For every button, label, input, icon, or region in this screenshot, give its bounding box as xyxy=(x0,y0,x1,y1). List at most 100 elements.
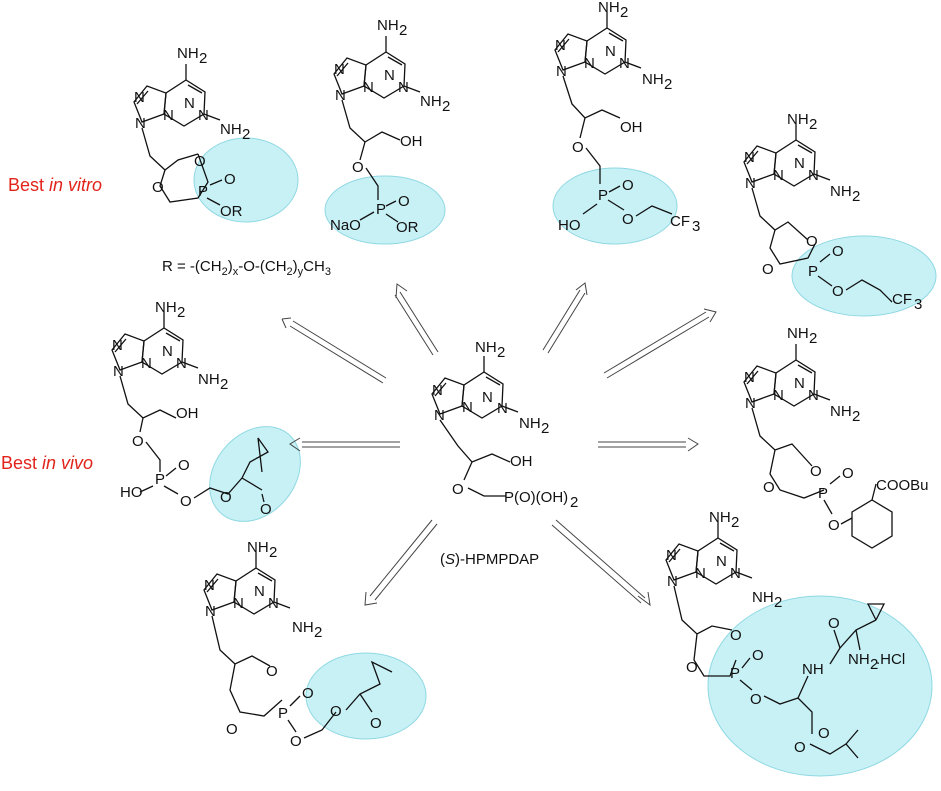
svg-text:N: N xyxy=(204,577,215,594)
svg-text:O: O xyxy=(398,193,410,210)
svg-text:O: O xyxy=(266,663,278,680)
svg-text:N: N xyxy=(141,355,152,372)
svg-text:P: P xyxy=(730,665,740,682)
svg-text:O: O xyxy=(178,457,190,474)
svg-text:N: N xyxy=(744,149,755,166)
svg-text:N: N xyxy=(254,583,265,600)
svg-text:O: O xyxy=(224,171,236,188)
arrow-to-best-in-vitro xyxy=(394,283,439,356)
svg-text:P(O)(OH): P(O)(OH) xyxy=(504,489,568,506)
svg-text:O: O xyxy=(818,725,830,742)
svg-text:N: N xyxy=(398,79,409,96)
svg-text:CF: CF xyxy=(670,213,690,230)
svg-text:O: O xyxy=(220,489,232,506)
svg-text:NH: NH xyxy=(475,339,497,356)
svg-text:N: N xyxy=(745,395,756,412)
svg-text:O: O xyxy=(352,159,364,176)
svg-text:N: N xyxy=(198,107,209,124)
svg-text:OR: OR xyxy=(220,203,243,220)
svg-text:O: O xyxy=(762,261,774,278)
svg-text:OR: OR xyxy=(396,219,419,236)
svg-text:NH: NH xyxy=(848,651,870,668)
arrow-to-best-in-vivo xyxy=(289,437,400,452)
svg-text:N: N xyxy=(205,603,216,620)
svg-text:N: N xyxy=(745,175,756,192)
svg-text:P: P xyxy=(818,485,828,502)
svg-text:OH: OH xyxy=(620,119,643,136)
svg-text:2: 2 xyxy=(497,344,505,361)
svg-text:2: 2 xyxy=(664,76,672,93)
svg-text:N: N xyxy=(808,387,819,404)
svg-text:N: N xyxy=(462,399,473,416)
svg-text:O: O xyxy=(686,659,698,676)
arrow-to-compound-2 xyxy=(542,282,588,354)
arrow-to-compound-4 xyxy=(281,317,387,384)
svg-text:O: O xyxy=(730,627,742,644)
svg-text:O: O xyxy=(452,481,464,498)
svg-text:NH: NH xyxy=(642,71,664,88)
svg-text:O: O xyxy=(763,479,775,496)
svg-text:P: P xyxy=(808,263,818,280)
svg-text:NH: NH xyxy=(247,539,269,556)
svg-text:2: 2 xyxy=(774,594,782,611)
svg-text:2: 2 xyxy=(809,330,817,347)
svg-text:N: N xyxy=(794,155,805,172)
svg-text:2: 2 xyxy=(314,624,322,641)
svg-text:O: O xyxy=(152,179,164,196)
svg-text:NH: NH xyxy=(220,121,242,138)
svg-text:N: N xyxy=(808,167,819,184)
svg-text:N: N xyxy=(112,337,123,354)
svg-text:2: 2 xyxy=(809,116,817,133)
svg-text:.HCl: .HCl xyxy=(876,651,905,668)
svg-text:O: O xyxy=(194,153,206,170)
arrow-to-compound-6 xyxy=(364,519,438,606)
svg-text:O: O xyxy=(226,721,238,738)
svg-text:O: O xyxy=(828,517,840,534)
svg-text:NH: NH xyxy=(155,299,177,316)
svg-text:N: N xyxy=(434,407,445,424)
svg-text:NaO: NaO xyxy=(330,217,361,234)
arrow-to-compound-3 xyxy=(603,308,717,379)
svg-text:N: N xyxy=(384,67,395,84)
svg-text:2: 2 xyxy=(570,494,578,511)
svg-text:N: N xyxy=(619,55,630,72)
svg-text:N: N xyxy=(163,107,174,124)
svg-text:N: N xyxy=(794,375,805,392)
svg-text:N: N xyxy=(605,43,616,60)
svg-text:N: N xyxy=(666,547,677,564)
center-compound-name: (S)-HPMPDAP xyxy=(440,551,539,568)
svg-text:N: N xyxy=(482,389,493,406)
svg-text:2: 2 xyxy=(399,22,407,39)
svg-text:N: N xyxy=(773,167,784,184)
svg-text:NH: NH xyxy=(787,325,809,342)
svg-text:O: O xyxy=(810,463,822,480)
svg-text:O: O xyxy=(750,691,762,708)
svg-text:NH: NH xyxy=(598,0,620,16)
svg-text:N: N xyxy=(334,61,345,78)
svg-text:2: 2 xyxy=(269,544,277,561)
svg-text:O: O xyxy=(832,283,844,300)
highlight-ellipse-1 xyxy=(193,137,299,223)
svg-text:O: O xyxy=(330,703,342,720)
svg-text:O: O xyxy=(752,647,764,664)
svg-text:N: N xyxy=(113,363,124,380)
svg-text:NH: NH xyxy=(752,589,774,606)
svg-text:OH: OH xyxy=(510,453,533,470)
svg-text:OH: OH xyxy=(176,405,199,422)
svg-text:N: N xyxy=(432,382,443,399)
svg-text:2: 2 xyxy=(199,50,207,67)
svg-text:N: N xyxy=(555,37,566,54)
svg-text:NH: NH xyxy=(292,619,314,636)
svg-text:O: O xyxy=(828,615,840,632)
svg-text:2: 2 xyxy=(852,408,860,425)
svg-text:O: O xyxy=(806,233,818,250)
svg-text:HO: HO xyxy=(120,484,143,501)
arrow-to-compound-5 xyxy=(598,437,699,452)
svg-text:N: N xyxy=(184,95,195,112)
svg-text:N: N xyxy=(584,55,595,72)
